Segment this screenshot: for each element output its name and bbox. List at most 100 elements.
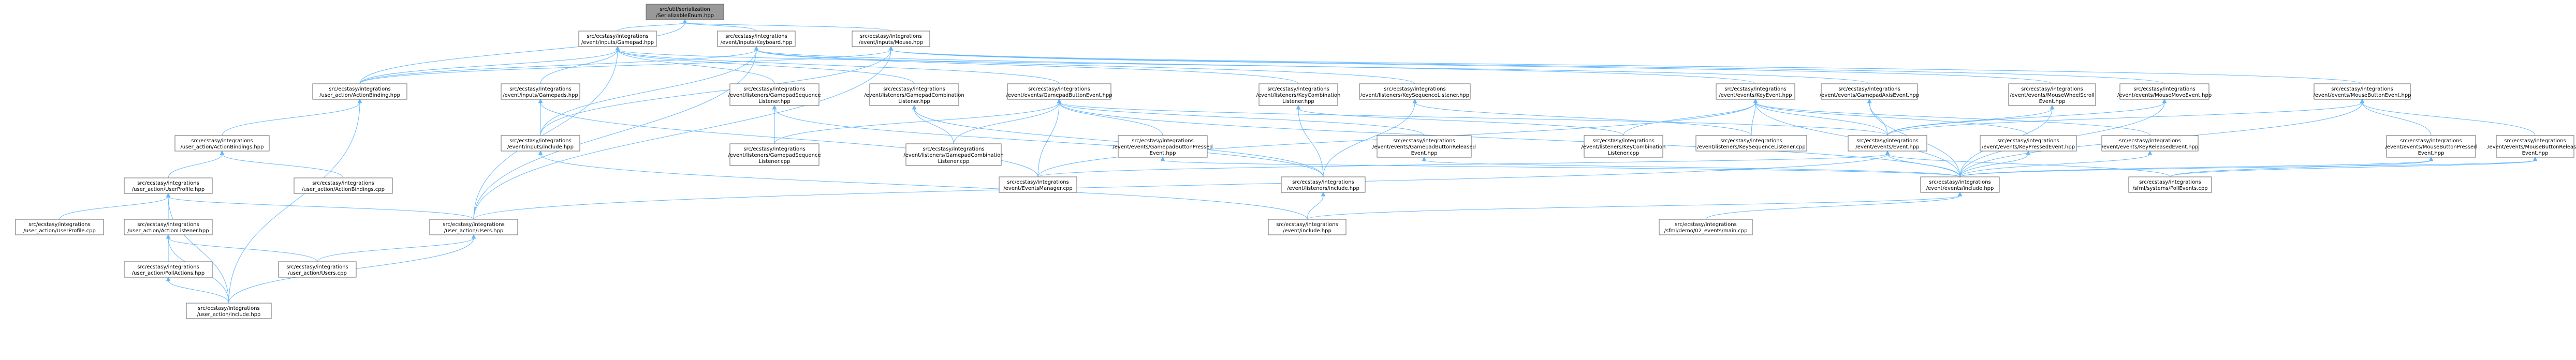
edge-eventsinclude-sfmlmain: [1705, 195, 1960, 220]
node-box: [578, 31, 657, 47]
edge-arrowhead: [2162, 98, 2167, 103]
node-box: [124, 219, 213, 235]
node-uainclude[interactable]: src/ecstasy/integrations/user_action/inc…: [186, 303, 272, 319]
edge-arrowhead: [1057, 98, 1062, 103]
node-label: src/ecstasy/integrations: [1838, 86, 1900, 92]
edge-gpbuttonevent-eventsmanager: [1037, 102, 1060, 177]
node-keyseqlistener[interactable]: src/ecstasy/integrations/event/listeners…: [1359, 83, 1471, 100]
node-label: src/ecstasy/integrations: [137, 222, 199, 228]
node-actionbindingscpp[interactable]: src/ecstasy/integrations/user_action/Act…: [294, 177, 393, 194]
edge-keyboard-keyevent: [756, 49, 1756, 84]
edge-gpbtnreleased-eventsinclude: [1424, 160, 1960, 177]
node-gpbtnreleased[interactable]: src/ecstasy/integrations/event/events/Ga…: [1372, 135, 1476, 158]
edge-arrowhead: [1957, 191, 1963, 197]
edge-gpseqlistener-listenersinclude: [774, 108, 1324, 177]
node-gpseqlistener[interactable]: src/ecstasy/integrations/event/listeners…: [728, 83, 821, 106]
node-mousebtnpressed[interactable]: src/ecstasy/integrations/event/events/Mo…: [2385, 135, 2477, 158]
node-userprofilecpp[interactable]: src/ecstasy/integrations/user_action/Use…: [15, 219, 104, 235]
node-gamepads[interactable]: src/ecstasy/integrations/event/inputs/Ga…: [501, 83, 580, 100]
edge-mousewheel-eventhpp: [1887, 108, 2053, 136]
node-sfmlmain[interactable]: src/ecstasy/integrations/sfml/demo/02_ev…: [1659, 219, 1753, 235]
node-listenersinclude[interactable]: src/ecstasy/integrations/event/listeners…: [1281, 176, 1366, 193]
node-label: src/ecstasy/integrations: [443, 222, 505, 228]
node-actionbinding[interactable]: src/ecstasy/integrations/user_action/Act…: [312, 83, 407, 100]
node-keyboard[interactable]: src/ecstasy/integrations/event/inputs/Ke…: [717, 31, 796, 47]
node-label: Event.hpp: [1150, 151, 1176, 156]
node-label: src/ecstasy/integrations: [2119, 138, 2181, 144]
node-eventsinclude[interactable]: src/ecstasy/integrations/event/events/in…: [1920, 176, 2000, 193]
node-gpbtnpressed[interactable]: src/ecstasy/integrations/event/events/Ga…: [1113, 135, 1213, 158]
node-box: [15, 219, 104, 235]
node-gamepad[interactable]: src/ecstasy/integrations/event/inputs/Ga…: [578, 31, 657, 47]
node-mousewheel[interactable]: src/ecstasy/integrations/event/events/Mo…: [2008, 83, 2096, 106]
edge-gpbuttonevent-eventsinclude: [1059, 102, 1960, 177]
node-box: [1659, 219, 1753, 235]
node-label: src/ecstasy/integrations: [2400, 138, 2462, 144]
node-gpaxisevent[interactable]: src/ecstasy/integrations/event/events/Ga…: [1820, 83, 1919, 100]
node-gpcomblistener[interactable]: src/ecstasy/integrations/event/listeners…: [864, 83, 964, 106]
node-gpcomblistenercpp[interactable]: src/ecstasy/integrations/event/listeners…: [903, 143, 1004, 166]
node-eventsmanager[interactable]: src/ecstasy/integrations/event/EventsMan…: [999, 176, 1077, 193]
node-label: /user_action/include.hpp: [197, 312, 261, 318]
edge-mousebtnreleased-pollevents: [2170, 160, 2536, 177]
node-label: /event/events/MouseWheelScroll: [2010, 93, 2094, 98]
edge-arrowhead: [166, 276, 171, 281]
node-label: /user_action/Users.hpp: [444, 228, 504, 234]
node-pollactions[interactable]: src/ecstasy/integrations/user_action/Pol…: [124, 261, 213, 278]
node-eventinclude[interactable]: src/ecstasy/integrations/event/include.h…: [1268, 219, 1346, 235]
node-label: src/ecstasy/integrations: [1028, 86, 1090, 92]
node-keycomblistenercpp[interactable]: src/ecstasy/integrations/event/listeners…: [1582, 135, 1666, 158]
node-mousemove[interactable]: src/ecstasy/integrations/event/events/Mo…: [2117, 83, 2212, 100]
edge-arrowhead: [2360, 98, 2365, 103]
node-keyreleased[interactable]: src/ecstasy/integrations/event/events/Ke…: [2101, 135, 2199, 152]
node-label: Listener.hpp: [758, 99, 791, 104]
edge-userprofile-uainclude: [168, 196, 229, 304]
node-gpbuttonevent[interactable]: src/ecstasy/integrations/event/events/Ga…: [1006, 83, 1113, 100]
node-label: src/ecstasy/integrations: [137, 264, 199, 270]
edge-gpbuttonevent-eventhpp: [1059, 102, 1888, 136]
node-root[interactable]: src/util/serialization/SerializableEnum.…: [646, 4, 724, 20]
node-label: /event/EventsManager.cpp: [1003, 186, 1072, 191]
edge-arrowhead: [538, 98, 543, 103]
edge-actionlistener-userscpp: [168, 237, 318, 262]
node-users[interactable]: src/ecstasy/integrations/user_action/Use…: [429, 219, 518, 235]
edge-mousebuttonevent-mousebtnpressed: [2362, 102, 2432, 136]
node-mouse[interactable]: src/ecstasy/integrations/event/inputs/Mo…: [852, 31, 930, 47]
edge-mousemove-eventhpp: [1887, 102, 2165, 136]
edge-mousebuttonevent-mousebtnreleased: [2362, 102, 2536, 136]
edge-pollactions-uainclude: [168, 280, 229, 304]
edge-actionbinding-uainclude: [228, 102, 360, 304]
node-label: /event/events/KeyEvent.hpp: [1719, 93, 1792, 98]
node-mousebuttonevent[interactable]: src/ecstasy/integrations/event/events/Mo…: [2313, 83, 2411, 100]
node-box: [1716, 83, 1795, 100]
node-userscpp[interactable]: src/ecstasy/integrations/user_action/Use…: [278, 261, 357, 278]
node-pollevents[interactable]: src/ecstasy/integrations/sfml/systems/Po…: [2128, 176, 2212, 193]
node-userprofile[interactable]: src/ecstasy/integrations/user_action/Use…: [124, 177, 213, 194]
node-label: Event.hpp: [2418, 151, 2445, 156]
node-label: /event/listeners/KeySequenceListener.hpp: [1360, 93, 1469, 98]
node-label: /event/events/MouseButtonEvent.hpp: [2313, 93, 2411, 98]
node-label: src/ecstasy/integrations: [1720, 138, 1782, 144]
node-label: src/ecstasy/integrations: [1276, 222, 1338, 228]
node-keyevent[interactable]: src/ecstasy/integrations/event/events/Ke…: [1716, 83, 1795, 100]
node-box: [2101, 135, 2199, 152]
node-mousebtnreleased[interactable]: src/ecstasy/integrations/event/events/Mo…: [2487, 135, 2576, 158]
node-inputsinclude[interactable]: src/ecstasy/integrations/event/inputs/in…: [501, 135, 580, 152]
node-keyseqlistenercpp[interactable]: src/ecstasy/integrations/event/listeners…: [1695, 135, 1807, 152]
node-label: /event/events/MouseButtonReleased: [2487, 144, 2576, 150]
node-box: [429, 219, 518, 235]
node-keycomblistener[interactable]: src/ecstasy/integrations/event/listeners…: [1256, 83, 1341, 106]
node-gpseqlistenercpp[interactable]: src/ecstasy/integrations/event/listeners…: [728, 143, 821, 166]
edge-gpcomblistener-gpcomblistenercpp: [914, 108, 954, 144]
node-label: /event/events/GamepadAxisEvent.hpp: [1820, 93, 1919, 98]
node-keypressed[interactable]: src/ecstasy/integrations/event/events/Ke…: [1980, 135, 2077, 152]
edge-arrowhead: [2147, 150, 2153, 155]
node-label: src/ecstasy/integrations: [1592, 138, 1655, 144]
node-eventhpp[interactable]: src/ecstasy/integrations/event/events/Ev…: [1848, 135, 1927, 152]
edge-gamepads-eventsmanager: [540, 102, 1038, 177]
edge-root-mouse: [684, 22, 891, 32]
node-actionbindings[interactable]: src/ecstasy/integrations/user_action/Act…: [174, 135, 270, 152]
node-actionlistener[interactable]: src/ecstasy/integrations/user_action/Act…: [124, 219, 213, 235]
node-box: [2496, 135, 2574, 158]
node-label: src/ecstasy/integrations: [1393, 138, 1455, 144]
